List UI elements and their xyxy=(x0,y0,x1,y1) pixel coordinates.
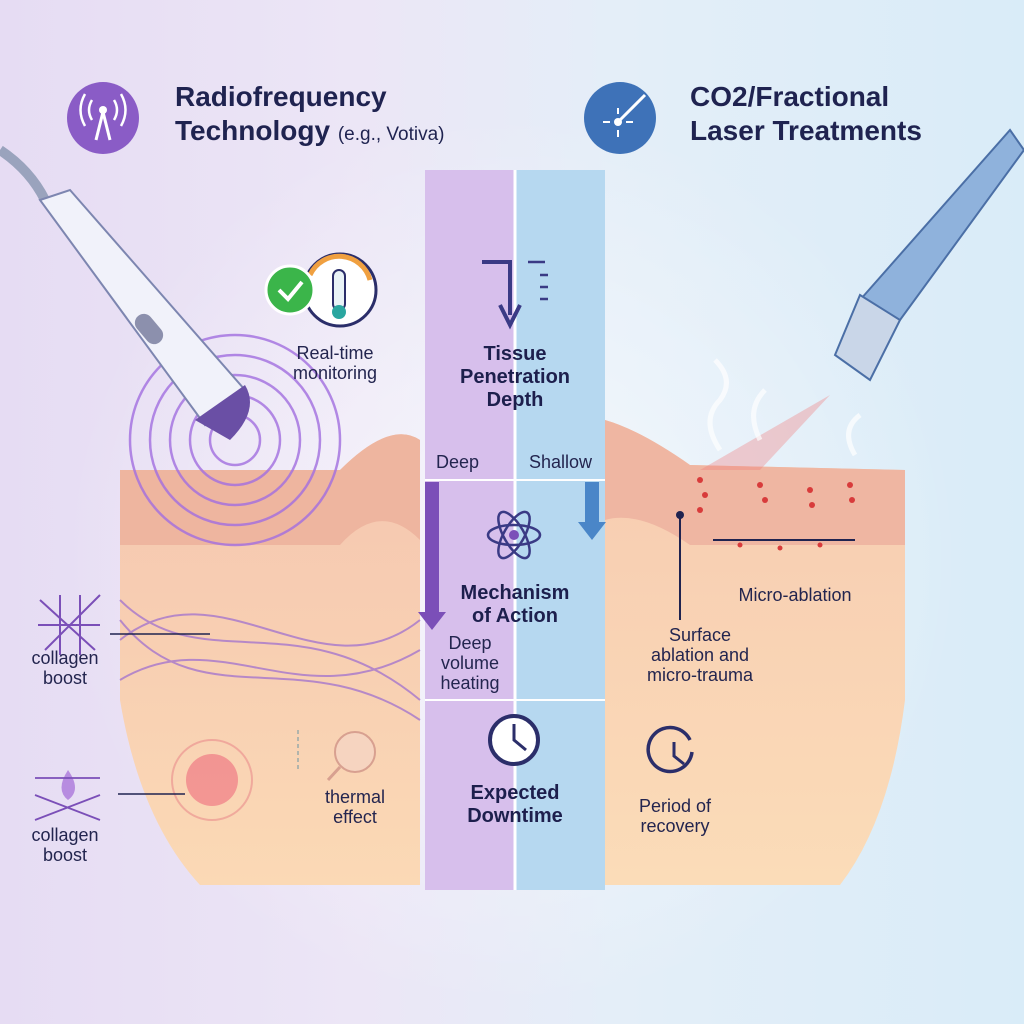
shallow-label: Shallow xyxy=(528,452,593,472)
thermometer-gauge-icon xyxy=(302,252,378,328)
atom-icon xyxy=(486,510,542,560)
surface-ablation-label: Surface ablation and micro-trauma xyxy=(646,625,753,686)
depth-arrow-icon xyxy=(482,260,522,330)
thermal-spot xyxy=(186,754,238,806)
laser-title-line1: CO2/Fractional xyxy=(690,81,890,112)
monitoring-label: Real-time monitoring xyxy=(292,343,378,384)
rf-title-line1: Radiofrequency xyxy=(175,81,387,112)
laser-icon xyxy=(584,82,656,154)
depth-heading: Tissue Penetration Depth xyxy=(459,343,571,411)
collagen-boost-label-2: collagen boost xyxy=(31,825,99,866)
deep-heating-label: Deep volume heating xyxy=(440,633,500,694)
micro-ablation-label: Micro-ablation xyxy=(738,585,852,605)
check-icon xyxy=(264,264,316,316)
collagen-fibers-icon xyxy=(38,594,101,655)
laser-handpiece xyxy=(833,128,1024,382)
radio-signal-icon xyxy=(67,82,139,154)
magnifier-icon xyxy=(326,731,376,782)
downtime-heading: Expected Downtime xyxy=(467,782,563,827)
shallow-arrow xyxy=(585,482,599,522)
rf-title: Radiofrequency Technology (e.g., Votiva) xyxy=(175,80,445,147)
rf-title-line2: Technology xyxy=(175,114,331,146)
laser-title-line2: Laser Treatments xyxy=(690,114,922,146)
recovery-clock-icon xyxy=(646,725,694,774)
deep-arrow xyxy=(425,482,439,612)
laser-beam xyxy=(700,395,830,470)
rf-handpiece xyxy=(0,145,250,440)
collagen-droplet-icon xyxy=(34,770,101,821)
rf-subtitle: (e.g., Votiva) xyxy=(337,123,445,145)
clock-icon xyxy=(488,714,540,766)
recovery-label: Period of recovery xyxy=(638,796,712,837)
deep-label: Deep xyxy=(435,452,480,472)
laser-title: CO2/Fractional Laser Treatments xyxy=(690,80,922,147)
collagen-boost-label-1: collagen boost xyxy=(31,648,99,689)
mechanism-heading: Mechanism of Action xyxy=(460,582,570,627)
thermal-effect-label: thermal effect xyxy=(324,787,386,828)
